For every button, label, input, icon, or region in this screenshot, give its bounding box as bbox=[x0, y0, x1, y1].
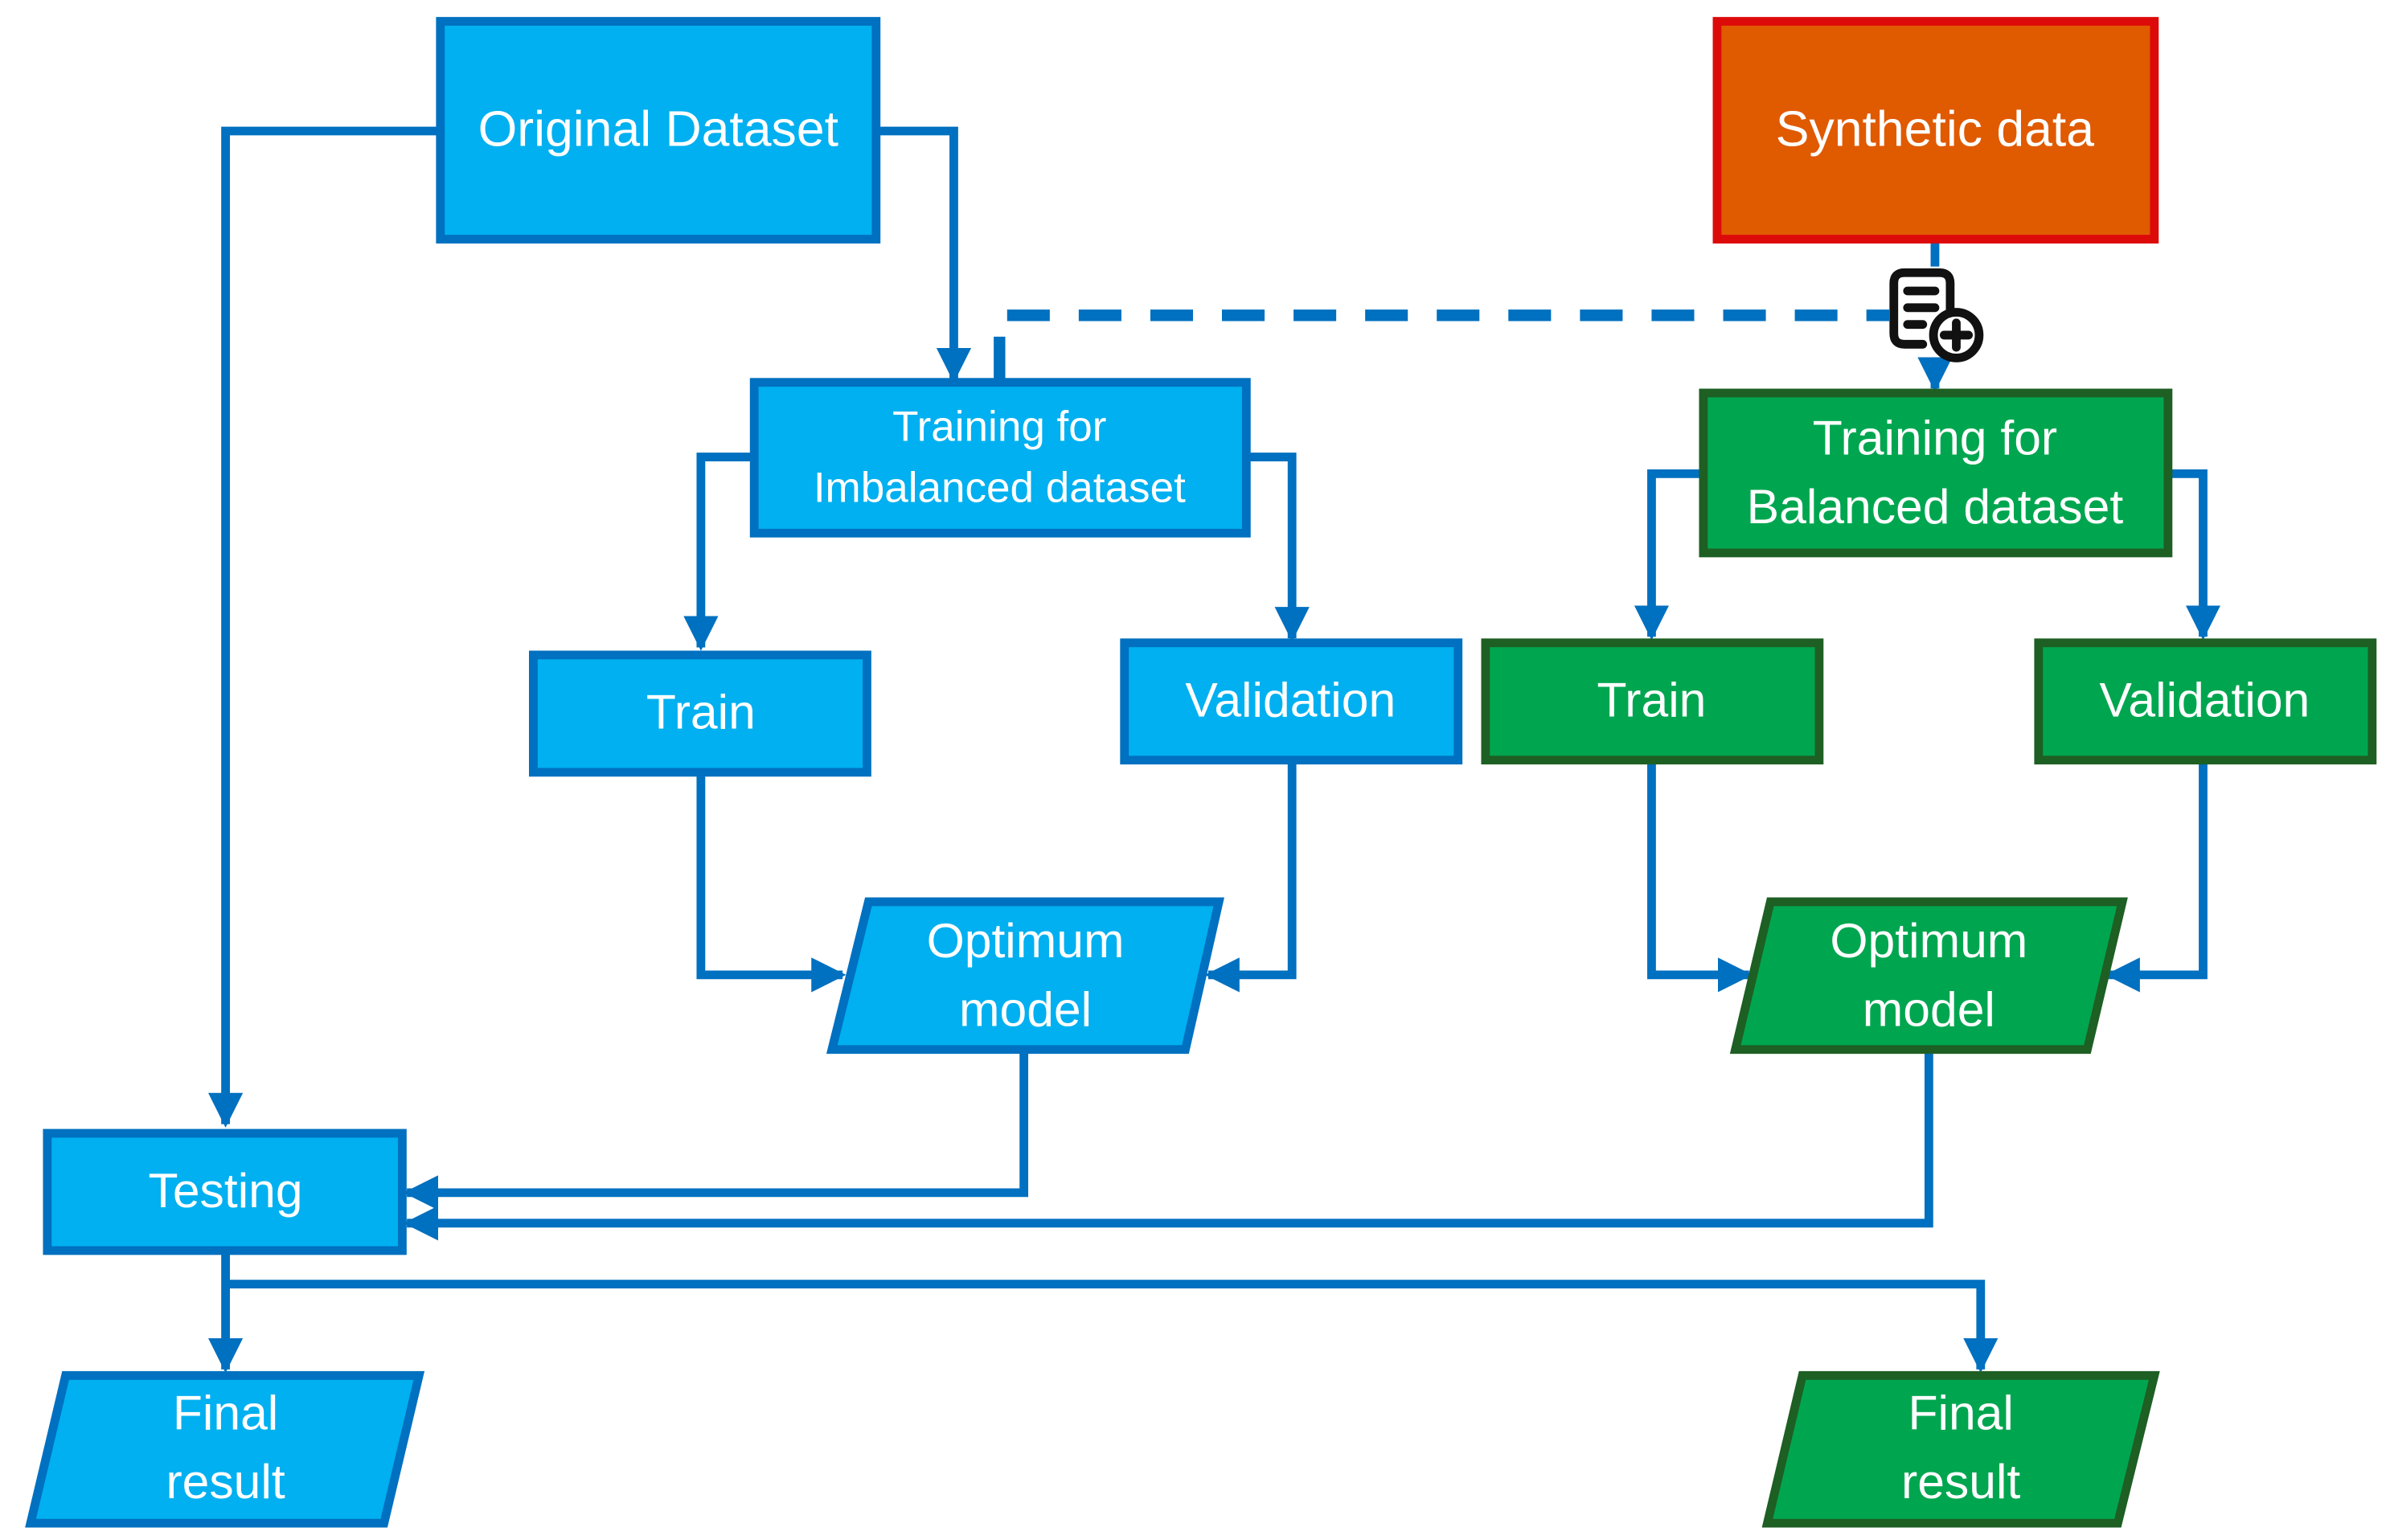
connectors bbox=[207, 126, 2221, 1374]
node-training-imbalanced-line1: Training for bbox=[892, 403, 1106, 450]
node-testing: Testing bbox=[43, 1128, 407, 1255]
node-optimum-balanced-line2: model bbox=[1863, 981, 1995, 1036]
node-training-imbalanced: Training for Imbalanced dataset bbox=[749, 378, 1251, 538]
document-add-icon bbox=[1889, 268, 1984, 362]
node-optimum-imbalanced-line1: Optimum bbox=[927, 913, 1125, 968]
node-validation-imbalanced: Validation bbox=[1120, 638, 1463, 765]
node-training-imbalanced-line2: Imbalanced dataset bbox=[814, 464, 1186, 511]
connector-testing-to-final-balanced bbox=[225, 1280, 1999, 1374]
connector-training-balanced-to-train bbox=[1634, 469, 1703, 641]
node-testing-label: Testing bbox=[149, 1163, 303, 1218]
node-final-balanced-line1: Final bbox=[1908, 1386, 2013, 1440]
connector-train-to-optimum-imbalanced bbox=[696, 773, 847, 993]
node-training-balanced: Training for Balanced dataset bbox=[1699, 388, 2173, 558]
connector-training-imbalanced-to-validation bbox=[1246, 453, 1310, 642]
node-train-balanced: Train bbox=[1481, 638, 1824, 765]
connector-original-to-training-imbalanced bbox=[877, 126, 972, 383]
connector-optimum-balanced-to-testing bbox=[403, 1051, 1933, 1241]
node-optimum-model-imbalanced: Optimum model bbox=[826, 897, 1224, 1055]
node-final-result-balanced: Final result bbox=[1761, 1370, 2160, 1528]
node-optimum-imbalanced-line2: model bbox=[959, 981, 1092, 1036]
node-original-dataset-label: Original Dataset bbox=[478, 100, 838, 157]
node-final-imbalanced-line1: Final bbox=[173, 1386, 278, 1440]
node-final-imbalanced-line2: result bbox=[166, 1454, 285, 1509]
node-train-imbalanced: Train bbox=[528, 650, 871, 777]
connector-optimum-imbalanced-to-testing bbox=[403, 1051, 1029, 1210]
node-synthetic-data-label: Synthetic data bbox=[1776, 100, 2095, 157]
connector-imbalanced-to-synthetic-merge bbox=[994, 309, 1890, 379]
node-train-balanced-label: Train bbox=[1597, 673, 1707, 727]
node-validation-imbalanced-label: Validation bbox=[1185, 673, 1396, 727]
node-optimum-model-balanced: Optimum model bbox=[1729, 897, 2128, 1055]
connector-original-to-testing bbox=[207, 126, 441, 1128]
node-optimum-balanced-line1: Optimum bbox=[1830, 913, 2027, 968]
node-final-result-imbalanced: Final result bbox=[25, 1370, 425, 1528]
node-training-balanced-line2: Balanced dataset bbox=[1747, 479, 2124, 534]
node-validation-balanced-label: Validation bbox=[2099, 673, 2310, 727]
node-final-balanced-line2: result bbox=[1901, 1454, 2020, 1509]
node-training-balanced-line1: Training for bbox=[1813, 411, 2057, 465]
connector-train-to-optimum-balanced bbox=[1647, 760, 1753, 993]
node-synthetic-data: Synthetic data bbox=[1712, 17, 2159, 244]
node-train-imbalanced-label: Train bbox=[646, 685, 756, 739]
node-original-dataset: Original Dataset bbox=[436, 17, 881, 244]
connector-training-balanced-to-validation bbox=[2167, 469, 2221, 641]
node-validation-balanced: Validation bbox=[2034, 638, 2377, 765]
connector-validation-to-optimum-imbalanced bbox=[1204, 760, 1297, 993]
connector-validation-to-optimum-balanced bbox=[2105, 760, 2208, 993]
connector-training-imbalanced-to-train bbox=[683, 453, 755, 651]
